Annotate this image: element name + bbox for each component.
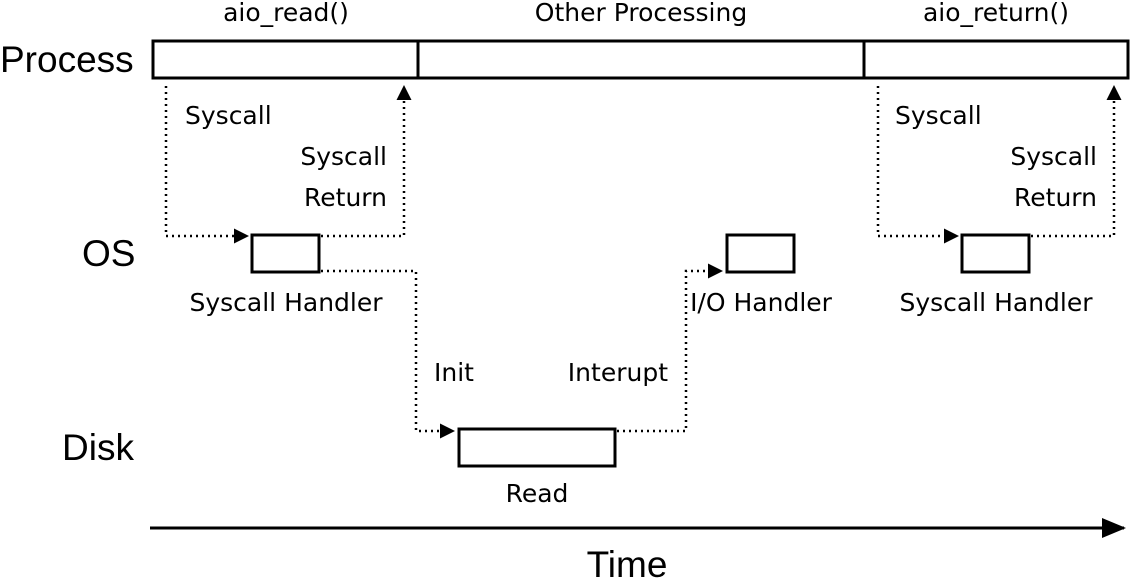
- init-label: Init: [434, 358, 474, 387]
- init-arrow: [321, 269, 455, 439]
- syscall-handler-box-1: [250, 233, 321, 274]
- syscall-handler-label-1: Syscall Handler: [189, 288, 383, 317]
- lane-label-process: Process: [0, 39, 134, 80]
- lane-label-os: OS: [82, 233, 135, 274]
- io-handler-box: [725, 233, 796, 274]
- io-handler-label: I/O Handler: [690, 288, 833, 317]
- lane-label-disk: Disk: [62, 427, 134, 468]
- syscall-label-1: Syscall: [185, 101, 272, 130]
- interrupt-label: Interupt: [568, 358, 668, 387]
- syscall-return-arrow-2: [1031, 85, 1122, 238]
- syscall-return-arrow-1: [321, 85, 412, 238]
- syscall-handler-label-2: Syscall Handler: [899, 288, 1093, 317]
- time-axis-label: Time: [587, 544, 668, 580]
- syscall-handler-box-2: [960, 233, 1031, 274]
- disk-read-label: Read: [506, 479, 569, 508]
- syscall-return-label-1a: Syscall: [300, 142, 387, 171]
- syscall-return-label-2b: Return: [1014, 183, 1097, 212]
- phase-label-aio-return: aio_return(): [923, 0, 1069, 27]
- syscall-label-2: Syscall: [895, 101, 982, 130]
- interrupt-arrow: [617, 263, 723, 433]
- syscall-arrow-2: [876, 86, 959, 244]
- process-bar: [151, 39, 1130, 80]
- disk-read-box: [457, 427, 617, 468]
- phase-label-other-processing: Other Processing: [535, 0, 747, 27]
- syscall-arrow-1: [164, 86, 249, 244]
- syscall-return-label-1b: Return: [304, 183, 387, 212]
- syscall-return-label-2a: Syscall: [1010, 142, 1097, 171]
- phase-label-aio-read: aio_read(): [223, 0, 349, 27]
